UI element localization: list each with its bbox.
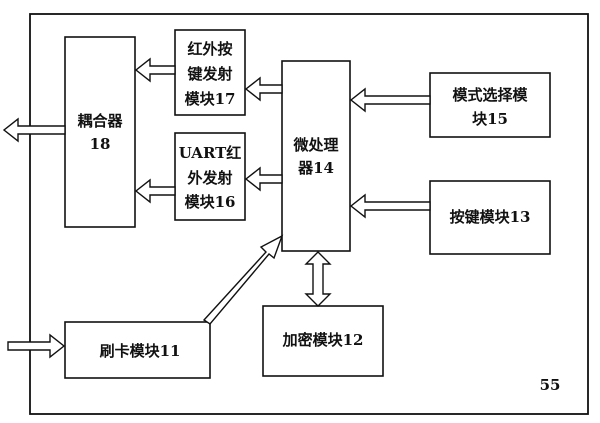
encrypt-module-label: 加密模块12	[282, 331, 364, 349]
microprocessor-line1: 微处理	[292, 136, 338, 154]
arrow-key-module-to-mcu	[349, 193, 431, 219]
uart-ir-tx-line1: UART红	[179, 144, 242, 162]
encrypt-module-block: 加密模块12	[262, 305, 384, 377]
arrow-mcu-encrypt-bidirectional	[304, 251, 332, 307]
key-module-label: 按键模块13	[450, 208, 531, 226]
microprocessor-line2: 器14	[297, 159, 334, 177]
ir-key-tx-line1: 红外按	[187, 40, 232, 58]
arrow-input-to-card-module	[7, 333, 66, 359]
arrow-mcu-to-uart-ir-tx	[244, 166, 283, 192]
arrow-ir-key-tx-to-coupler	[134, 57, 176, 83]
uart-ir-tx-line2: 外发射	[186, 169, 232, 187]
coupler-block: 耦合器 18	[64, 36, 136, 228]
arrow-mcu-to-ir-key-tx	[244, 76, 283, 102]
uart-ir-tx-line3: 模块16	[185, 193, 236, 211]
card-module-block: 刷卡模块11	[64, 321, 211, 379]
frame-number-label: 55	[540, 376, 561, 394]
coupler-label: 耦合器	[77, 112, 123, 130]
outer-frame	[29, 13, 589, 415]
microprocessor-block: 微处理 器14	[281, 60, 351, 252]
uart-ir-tx-block: UART红 外发射 模块16	[174, 132, 246, 221]
mode-select-line1: 模式选择模	[452, 86, 528, 104]
ir-key-tx-line2: 键发射	[186, 65, 232, 83]
key-module-block: 按键模块13	[429, 180, 551, 255]
arrow-card-module-to-mcu	[202, 234, 284, 325]
arrow-mode-select-to-mcu	[349, 87, 431, 113]
ir-key-tx-block: 红外按 键发射 模块17	[174, 29, 246, 116]
arrow-uart-ir-tx-to-coupler	[134, 178, 176, 204]
mode-select-line2: 块15	[472, 110, 508, 128]
arrow-coupler-out	[2, 117, 66, 143]
card-module-label: 刷卡模块11	[100, 342, 181, 360]
ir-key-tx-line3: 模块17	[185, 90, 236, 108]
mode-select-block: 模式选择模 块15	[429, 72, 551, 138]
coupler-number: 18	[90, 135, 111, 153]
